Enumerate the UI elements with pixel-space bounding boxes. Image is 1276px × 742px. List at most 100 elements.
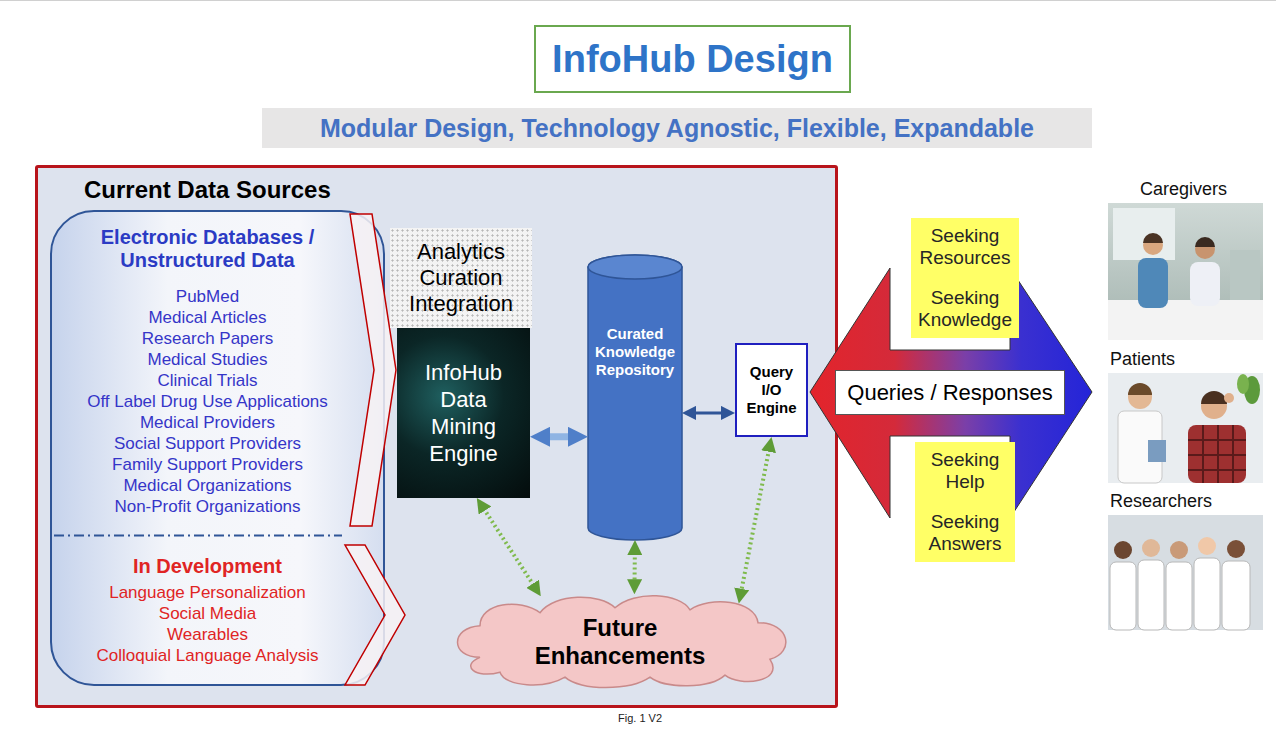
patients-photo	[1108, 373, 1263, 483]
panel-heading: Current Data Sources	[84, 176, 835, 204]
engine-label: InfoHub Data Mining Engine	[414, 359, 514, 467]
source-item: Off Label Drug Use Applications	[87, 391, 328, 412]
title-box: InfoHub Design	[534, 25, 851, 93]
repository-cylinder: Curated Knowledge Repository	[588, 255, 682, 540]
source-item: Social Support Providers	[114, 433, 301, 454]
chevron-arrow	[345, 545, 405, 685]
connector	[481, 504, 537, 590]
seeking-label: Seeking Resources	[916, 225, 1014, 269]
researchers-photo	[1110, 562, 1136, 630]
source-item: Colloquial Language Analysis	[96, 645, 318, 666]
researchers-photo	[1108, 515, 1263, 630]
researchers-photo	[1198, 537, 1216, 555]
cylinder-top	[588, 255, 682, 279]
patients-photo	[1128, 383, 1152, 395]
patients-photo	[1148, 440, 1166, 462]
patients-photo	[1108, 373, 1263, 483]
source-item: Non-Profit Organizations	[114, 496, 300, 517]
title-text: InfoHub Design	[552, 37, 833, 81]
source-item: Medical Providers	[140, 412, 275, 433]
seeking-label: Seeking Help	[916, 449, 1014, 493]
patients-photo	[1201, 391, 1227, 404]
patients-photo	[1188, 425, 1246, 483]
source-item: Family Support Providers	[112, 454, 303, 475]
repository-label: Curated Knowledge Repository	[592, 325, 678, 379]
cloud-label: Future Enhancements	[525, 614, 715, 670]
source-list: Electronic Databases / Unstructured Data…	[50, 210, 385, 686]
source-heading: Electronic Databases / Unstructured Data	[62, 226, 353, 272]
patients-photo	[1188, 425, 1246, 483]
caregivers-photo	[1143, 235, 1163, 255]
caregivers-photo	[1230, 250, 1260, 300]
patients-photo	[1128, 385, 1152, 409]
caregivers-photo	[1113, 208, 1175, 260]
group-heading: Researchers	[1110, 490, 1263, 512]
source-item: Medical Organizations	[123, 475, 291, 496]
cloud-outline	[458, 596, 786, 688]
group-heading: Caregivers	[1140, 178, 1263, 200]
caregivers-photo	[1108, 203, 1263, 340]
patients-photo	[1118, 411, 1162, 483]
caregivers-photo	[1190, 262, 1220, 306]
connector	[689, 411, 728, 414]
patients-photo	[1201, 393, 1227, 419]
caregivers-photo	[1138, 258, 1168, 308]
caregivers-photo	[1108, 300, 1263, 340]
future-cloud: Future Enhancements	[440, 588, 800, 692]
group-heading: Patients	[1110, 348, 1263, 370]
source-item: Wearables	[167, 624, 248, 645]
patients-photo	[1244, 376, 1260, 404]
figure-caption: Fig. 1 V2	[618, 711, 662, 725]
source-item: Social Media	[159, 603, 256, 624]
top-rule	[0, 0, 1276, 1]
caregivers-photo	[1108, 203, 1263, 340]
seeking-box: Seeking HelpSeeking Answers	[915, 442, 1015, 562]
researchers-photo	[1142, 539, 1160, 557]
development-heading: In Development	[133, 555, 282, 578]
mining-engine-box: InfoHub Data Mining Engine	[397, 328, 530, 498]
seeking-label: Seeking Answers	[916, 511, 1014, 555]
data-sources-panel: Current Data SourcesElectronic Databases…	[35, 165, 838, 708]
queries-label: Queries / Responses	[847, 380, 1052, 406]
connector	[632, 547, 636, 586]
researchers-photo	[1222, 561, 1250, 630]
researchers-photo	[1194, 558, 1220, 630]
researchers-photo	[1166, 562, 1192, 630]
connector	[540, 433, 578, 440]
query-engine-box: Query I/O Engine	[735, 343, 808, 437]
patients-group: Patients	[1108, 373, 1263, 483]
separator-line	[54, 535, 342, 537]
subtitle-band: Modular Design, Technology Agnostic, Fle…	[262, 108, 1092, 148]
cylinder-shape	[588, 255, 682, 540]
source-item: Medical Articles	[148, 307, 266, 328]
analytics-box: Analytics Curation Integration	[390, 228, 532, 328]
caregivers-photo	[1195, 239, 1215, 259]
researchers-photo	[1227, 540, 1245, 558]
researchers-group: Researchers	[1108, 515, 1263, 630]
source-item: Clinical Trials	[157, 370, 257, 391]
caregivers-photo	[1143, 233, 1163, 243]
caption-box: Fig. 1 V2	[540, 710, 740, 726]
seeking-box: Seeking ResourcesSeeking Knowledge	[911, 218, 1019, 338]
caregivers-group: Caregivers	[1108, 203, 1263, 340]
researchers-photo	[1108, 515, 1263, 630]
double-arrow	[810, 268, 1092, 518]
seeking-label: Seeking Knowledge	[916, 287, 1014, 331]
connector	[740, 444, 770, 596]
source-item: Research Papers	[142, 328, 273, 349]
researchers-photo	[1138, 560, 1164, 630]
cylinder-body	[588, 255, 682, 540]
source-item: Medical Studies	[147, 349, 267, 370]
source-item: PubMed	[176, 286, 239, 307]
subtitle-text: Modular Design, Technology Agnostic, Fle…	[320, 113, 1034, 143]
source-item: Language Personalization	[109, 582, 306, 603]
patients-photo	[1224, 393, 1234, 403]
researchers-photo	[1114, 541, 1132, 559]
patients-photo	[1237, 374, 1249, 394]
researchers-photo	[1170, 541, 1188, 559]
analytics-label: Analytics Curation Integration	[401, 239, 521, 317]
query-label: Query I/O Engine	[741, 363, 803, 417]
queries-box: Queries / Responses	[835, 370, 1065, 415]
caregivers-photo	[1195, 237, 1215, 247]
